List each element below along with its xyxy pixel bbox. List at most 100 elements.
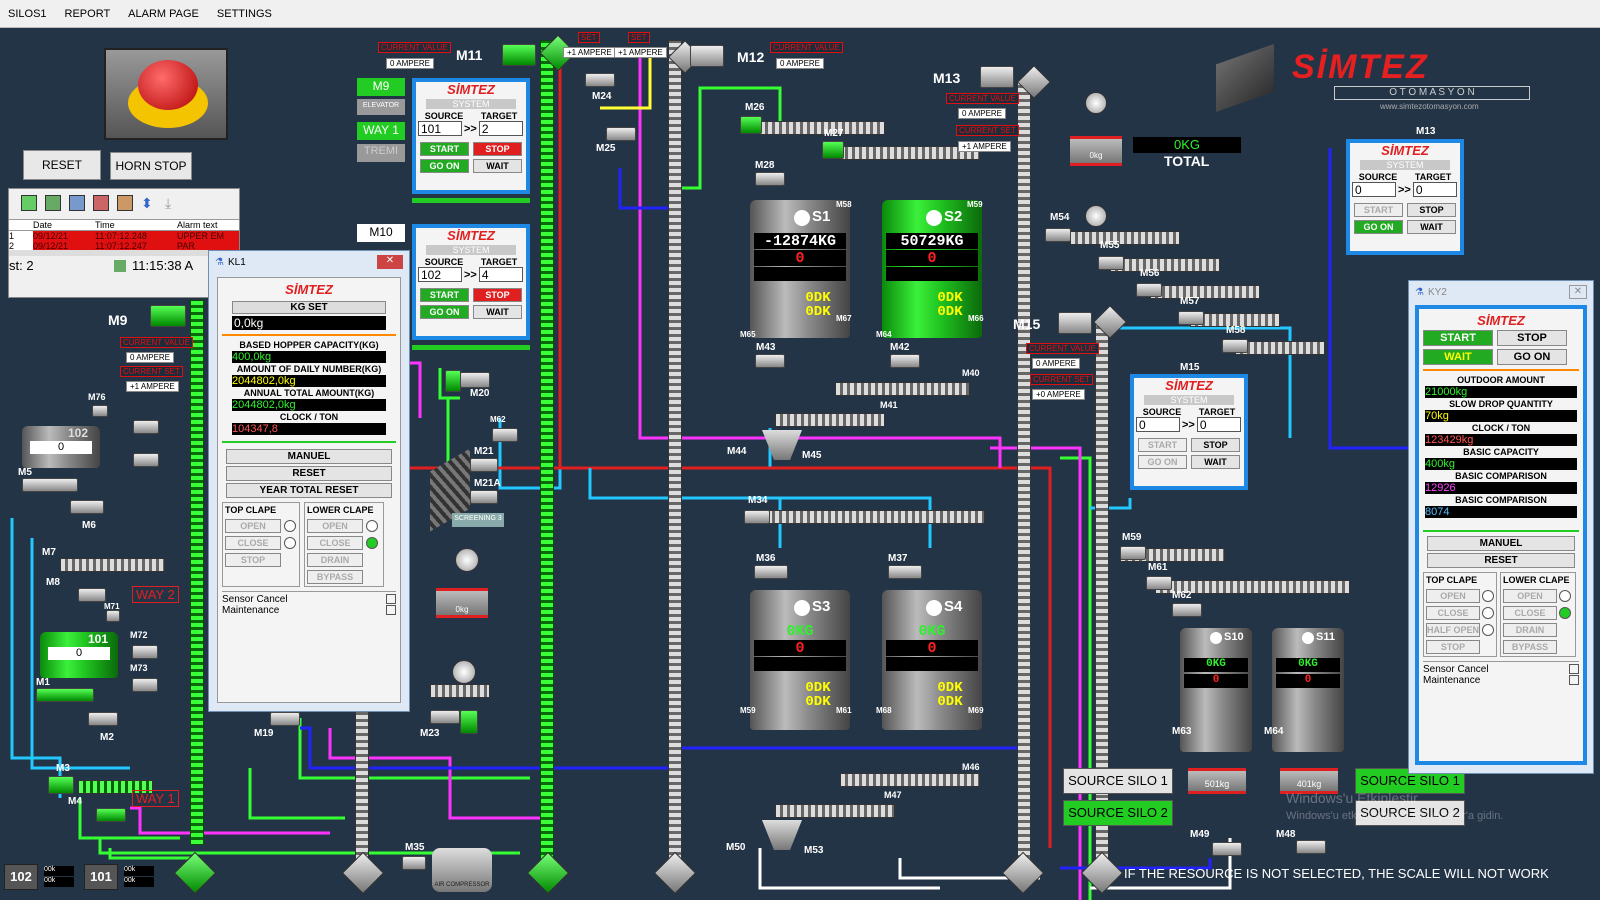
alarm-row[interactable]: 1 09/12/21 11:07:12.248 UPPER EM	[9, 231, 239, 241]
top-stop-button[interactable]: STOP	[225, 553, 281, 567]
report-icon[interactable]	[117, 195, 133, 211]
go-on-button[interactable]: GO ON	[1497, 349, 1567, 365]
tremi-button[interactable]: TREMI	[357, 144, 405, 162]
reset-button[interactable]: RESET	[1427, 553, 1575, 568]
list-icon[interactable]	[69, 195, 85, 211]
motor-m4[interactable]	[96, 808, 126, 822]
top-open-button[interactable]: OPEN	[1426, 589, 1480, 603]
source-input[interactable]: 0	[1352, 182, 1396, 197]
silo-s11[interactable]: S11 0KG 0	[1272, 628, 1344, 752]
source-silo-1-button[interactable]: SOURCE SILO 1	[1063, 768, 1173, 794]
motor-m32[interactable]	[754, 565, 788, 579]
go-on-button[interactable]: GO ON	[420, 159, 469, 173]
start-button[interactable]: START	[420, 288, 469, 302]
maintenance-checkbox[interactable]	[1569, 675, 1579, 685]
target-input[interactable]: 2	[478, 121, 523, 136]
filter-icon[interactable]	[93, 195, 109, 211]
motor-m54[interactable]	[1146, 576, 1172, 590]
bypass-button[interactable]: BYPASS	[1503, 640, 1557, 654]
way-1-button[interactable]: WAY 1	[357, 122, 405, 140]
horn-stop-button[interactable]: HORN STOP	[110, 152, 192, 180]
bin-101[interactable]: 101 0	[40, 632, 118, 678]
target-input[interactable]: 0	[1412, 182, 1457, 197]
stop-button[interactable]: STOP	[473, 142, 522, 156]
source-input[interactable]: 101	[418, 121, 462, 136]
motor-m20[interactable]	[460, 372, 490, 388]
year-total-reset-button[interactable]: YEAR TOTAL RESET	[226, 483, 392, 498]
motor-m75[interactable]	[133, 420, 159, 434]
motor-m12[interactable]	[690, 45, 724, 67]
top-close-button[interactable]: CLOSE	[225, 536, 281, 550]
motor-m33[interactable]	[888, 565, 922, 579]
motor-m36[interactable]	[890, 354, 920, 368]
motor-m24[interactable]	[585, 73, 615, 87]
wait-button[interactable]: WAIT	[1191, 455, 1240, 469]
wait-button[interactable]: WAIT	[473, 159, 522, 173]
source-silo-2-button-right[interactable]: SOURCE SILO 2	[1355, 800, 1465, 826]
sensor-cancel-checkbox[interactable]	[386, 594, 396, 604]
lower-close-button[interactable]: CLOSE	[307, 536, 363, 550]
silo-s2[interactable]: S2 50729KG 0 0DK 0DK	[882, 200, 982, 338]
motor-m48[interactable]	[1136, 283, 1162, 297]
motor-m46[interactable]	[1045, 228, 1071, 242]
silo-s10[interactable]: S10 0KG 0	[1180, 628, 1252, 752]
motor-m8[interactable]	[78, 588, 106, 602]
go-on-button[interactable]: GO ON	[1138, 455, 1187, 469]
close-icon[interactable]: ✕	[377, 255, 403, 269]
lower-open-button[interactable]: OPEN	[1503, 589, 1557, 603]
elevator-button[interactable]: ELEVATOR	[357, 99, 405, 115]
target-input[interactable]: 0	[1196, 417, 1241, 432]
motor-m31[interactable]	[402, 856, 426, 870]
wait-button[interactable]: WAIT	[473, 305, 522, 319]
motor-m20-dir[interactable]	[445, 370, 461, 392]
motor-m49[interactable]	[1178, 311, 1204, 325]
motor-m30[interactable]	[744, 510, 770, 524]
drain-button[interactable]: DRAIN	[1503, 623, 1557, 637]
m9-button[interactable]: M9	[357, 78, 405, 96]
motor-m21[interactable]	[470, 458, 498, 472]
manuel-button[interactable]: MANUEL	[226, 449, 392, 464]
maintenance-checkbox[interactable]	[386, 605, 396, 615]
stop-button[interactable]: STOP	[1407, 203, 1456, 217]
motor-m1[interactable]	[36, 688, 94, 702]
motor-m61[interactable]	[492, 428, 518, 442]
alarm-row[interactable]: 2 09/12/21 11:07:12.247 PAR	[9, 241, 239, 250]
m10-button[interactable]: M10	[357, 224, 405, 242]
start-button[interactable]: START	[1138, 438, 1187, 452]
reset-button[interactable]: RESET	[23, 150, 101, 180]
motor-m11[interactable]	[502, 44, 536, 66]
stop-button[interactable]: STOP	[473, 288, 522, 302]
motor-m50[interactable]	[1222, 339, 1248, 353]
motor-m25[interactable]	[606, 127, 636, 141]
emergency-stop-button[interactable]	[104, 48, 228, 140]
top-open-button[interactable]: OPEN	[225, 519, 281, 533]
go-on-button[interactable]: GO ON	[420, 305, 469, 319]
bypass-button[interactable]: BYPASS	[307, 570, 363, 584]
stop-button[interactable]: STOP	[1191, 438, 1240, 452]
start-button[interactable]: START	[1354, 203, 1403, 217]
menu-alarm-page[interactable]: ALARM PAGE	[128, 7, 199, 20]
start-button[interactable]: START	[1423, 330, 1493, 346]
motor-m71[interactable]	[106, 610, 120, 622]
sensor-cancel-checkbox[interactable]	[1569, 664, 1579, 674]
motor-m53[interactable]	[1120, 546, 1146, 560]
motor-m26[interactable]	[740, 116, 762, 134]
menu-silos1[interactable]: SILOS1	[8, 7, 47, 20]
stop-button[interactable]: STOP	[1497, 330, 1567, 346]
alarm-scrollbar[interactable]	[9, 250, 239, 256]
acknowledge-icon[interactable]	[21, 195, 37, 211]
drain-button[interactable]: DRAIN	[307, 553, 363, 567]
source-silo-2-button[interactable]: SOURCE SILO 2	[1063, 800, 1173, 826]
motor-m55[interactable]	[1172, 603, 1202, 617]
motor-m73[interactable]	[132, 678, 158, 692]
motor-m27[interactable]	[822, 141, 844, 159]
bin-102[interactable]: 102 0	[22, 426, 100, 468]
motor-m74[interactable]	[92, 405, 108, 417]
reset-button[interactable]: RESET	[226, 466, 392, 481]
go-on-button[interactable]: GO ON	[1354, 220, 1403, 234]
motor-m76[interactable]	[133, 453, 159, 467]
silo-s3[interactable]: S3 0KG 0 0DK 0DK	[750, 590, 850, 730]
motor-m2[interactable]	[88, 712, 118, 726]
manuel-button[interactable]: MANUEL	[1427, 536, 1575, 551]
motor-m9[interactable]	[150, 305, 186, 327]
